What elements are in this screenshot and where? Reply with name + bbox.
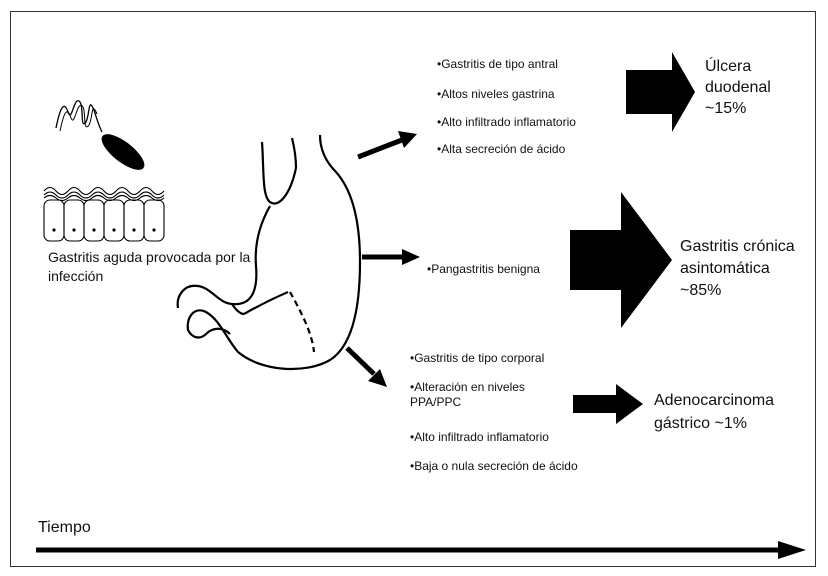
infection-caption: Gastritis aguda provocada por la infecci… <box>48 249 251 284</box>
bacterium-icon <box>55 99 145 170</box>
outcome-ulcer-line: Úlcera <box>705 58 752 75</box>
outcome-ulcer-line: duodenal <box>705 79 771 96</box>
outcome-gastritis-percent: ~85% <box>680 282 722 299</box>
timeline-label: Tiempo <box>38 519 91 536</box>
bullet-item: •Gastritis de tipo corporal <box>410 351 545 365</box>
diagram-frame <box>10 11 816 567</box>
bullet-item: •Altos niveles gastrina <box>437 87 555 101</box>
branch-arrows <box>345 131 420 387</box>
outcome-adenocarcinoma-percent: gástrico ~1% <box>654 415 747 432</box>
outcome-gastritis-line: Gastritis crónica <box>680 238 795 255</box>
block-arrow-gastritis <box>570 192 672 328</box>
bullet-item: •Gastritis de tipo antral <box>437 57 558 71</box>
block-arrow-ulcer <box>626 52 695 132</box>
outcome-gastritis-line: asintomática <box>680 260 770 277</box>
bullet-item: •Alta secreción de ácido <box>437 142 566 156</box>
bullet-item: •Alteración en niveles PPA/PPC <box>410 380 525 409</box>
stomach-icon <box>176 134 362 371</box>
bullet-item: •Pangastritis benigna <box>427 262 540 276</box>
bullet-item: •Alto infiltrado inflamatorio <box>410 430 549 444</box>
outcome-adenocarcinoma-line: Adenocarcinoma <box>654 392 775 409</box>
timeline-arrow <box>36 541 806 559</box>
bullet-item: •Baja o nula secreción de ácido <box>410 459 578 473</box>
bullet-item: •Alto infiltrado inflamatorio <box>437 115 576 129</box>
outcome-ulcer-percent: ~15% <box>705 100 747 117</box>
block-arrow-adenocarcinoma <box>573 384 643 424</box>
outcome-arrows <box>570 52 695 424</box>
epithelium-icon <box>43 186 165 242</box>
